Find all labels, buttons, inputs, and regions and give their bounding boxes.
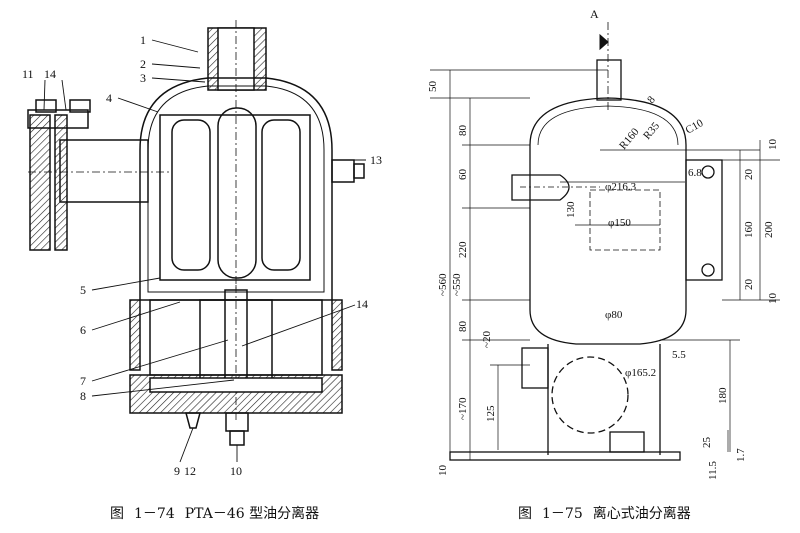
dim-r160: R160 xyxy=(617,126,642,152)
top-inlet-pipe xyxy=(596,59,622,101)
dim-200: 200 xyxy=(763,221,775,238)
drain-fitting xyxy=(609,431,645,453)
bolt-hole-top xyxy=(701,165,715,179)
dim-160: 160 xyxy=(743,221,755,238)
dim-20-top: 20 xyxy=(743,169,755,181)
left-caption-prefix: 图 xyxy=(110,506,124,522)
outlet-10 xyxy=(225,412,249,432)
right-caption-prefix: 图 xyxy=(518,506,532,522)
dim-220: 220 xyxy=(457,241,469,258)
part-label-12: 12 xyxy=(184,464,196,478)
pipe-flange-left xyxy=(29,114,51,251)
dim-1-7: 1.7 xyxy=(735,448,747,462)
part-label-5: 5 xyxy=(80,283,86,297)
dim-c10: C10 xyxy=(684,117,706,137)
side-nozzle xyxy=(511,174,570,201)
dim-20: ~20 xyxy=(481,331,493,348)
oil-drum-hidden xyxy=(551,356,629,434)
left-caption-number: 1－74 xyxy=(134,506,175,522)
dim-80-bottom: 80 xyxy=(457,321,469,333)
leader-lines-left xyxy=(43,39,366,397)
part-label-3: 3 xyxy=(140,71,146,85)
part-label-9: 9 xyxy=(174,464,180,478)
dim-phi150: φ150 xyxy=(608,217,631,229)
dim-10-right-bottom: 10 xyxy=(767,293,779,305)
right-figure-caption: 图 1－75 离心式油分离器 xyxy=(518,503,701,523)
part-label-11: 11 xyxy=(22,67,34,81)
bolt-hole-bottom xyxy=(701,263,715,277)
dim-125: 125 xyxy=(485,405,497,422)
dim-5-5: 5.5 xyxy=(672,349,686,361)
base-plate-right xyxy=(449,451,681,461)
dim-phi80: φ80 xyxy=(605,309,623,321)
dim-phi165: φ165.2 xyxy=(625,367,656,379)
dim-550: ~550 xyxy=(451,273,463,296)
part-label-8: 8 xyxy=(80,389,86,403)
left-caption-title: PTA－46 型油分离器 xyxy=(184,506,320,522)
dimension-labels: 50 80 60 220 ~560 ~550 80 ~20 ~170 10 12… xyxy=(427,81,779,481)
dim-phi216: φ216.3 xyxy=(605,181,637,193)
right-caption-number: 1－75 xyxy=(542,506,583,522)
side-inlet-pipe xyxy=(59,139,149,203)
dim-r35: R35 xyxy=(641,120,662,142)
dim-50: 50 xyxy=(427,81,439,93)
leader-lines-bottom xyxy=(179,427,238,463)
view-arrow-label: A xyxy=(590,7,599,21)
oil-separator-section-drawing xyxy=(27,20,365,446)
dim-130: 130 xyxy=(565,201,577,218)
dim-8: 8 xyxy=(645,94,658,106)
part-label-2: 2 xyxy=(140,57,146,71)
left-figure-caption: 图 1－74 PTA－46 型油分离器 xyxy=(110,503,329,523)
vessel-body xyxy=(529,97,687,345)
part-label-14a: 14 xyxy=(44,67,56,81)
fitting-13 xyxy=(331,159,355,183)
part-label-1: 1 xyxy=(140,33,146,47)
dim-11-5: 11.5 xyxy=(707,461,719,480)
dim-560: ~560 xyxy=(437,273,449,296)
lower-nozzle xyxy=(521,347,549,389)
part-label-7: 7 xyxy=(80,374,86,388)
part-label-10: 10 xyxy=(230,464,242,478)
flange-bolt xyxy=(27,109,89,129)
dim-180: 180 xyxy=(717,387,729,404)
separator-shell xyxy=(139,77,333,301)
centrifugal-separator-drawing xyxy=(449,22,723,461)
part-label-13: 13 xyxy=(370,153,382,167)
dim-10-bottom: 10 xyxy=(437,465,449,477)
part-labels: 1 2 3 4 5 6 7 8 9 10 11 12 13 14 14 xyxy=(22,33,382,478)
part-label-14b: 14 xyxy=(356,297,368,311)
dim-10-right-top: 10 xyxy=(767,139,779,151)
drain-plug-9 xyxy=(185,412,201,429)
dim-20-bottom: 20 xyxy=(743,279,755,291)
dim-80-top: 80 xyxy=(457,125,469,137)
dim-170: ~170 xyxy=(457,397,469,420)
dim-6-8: 6.8 xyxy=(688,167,702,179)
right-caption-title: 离心式油分离器 xyxy=(592,506,691,522)
part-label-6: 6 xyxy=(80,323,86,337)
mounting-bracket xyxy=(685,159,723,281)
part-label-4: 4 xyxy=(106,91,112,105)
dim-25: 25 xyxy=(701,437,713,449)
dim-60: 60 xyxy=(457,169,469,181)
filter-element xyxy=(159,114,311,281)
view-arrow xyxy=(599,33,609,51)
dimension-lines xyxy=(430,69,780,460)
